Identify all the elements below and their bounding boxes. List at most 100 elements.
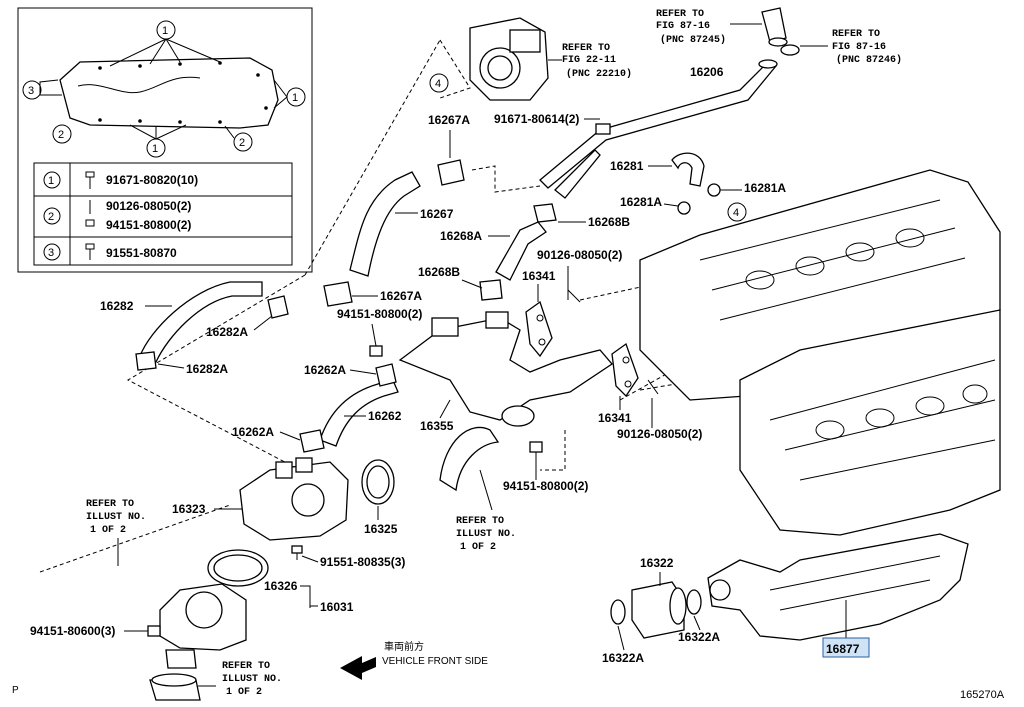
svg-text:1: 1 [152, 143, 158, 155]
clamp-icon [299, 429, 325, 453]
label-16281: 16281 [610, 159, 644, 173]
callout-3-inset [22, 80, 42, 100]
stud-icon [647, 379, 659, 395]
gasket-16341-top [525, 300, 553, 358]
svg-text:ILLUST NO.: ILLUST NO. [86, 512, 146, 523]
svg-text:1 OF 2: 1 OF 2 [460, 542, 496, 553]
direction-label-jp: 車両前方 [384, 640, 424, 653]
intake-plate-drawing [59, 57, 279, 129]
label-16268B-top: 16268B [588, 215, 630, 229]
callout-4-right [727, 202, 747, 222]
label-16267: 16267 [420, 207, 454, 221]
label-16206: 16206 [690, 65, 724, 79]
svg-text:ILLUST NO.: ILLUST NO. [222, 674, 282, 685]
label-16268B: 16268B [418, 265, 460, 279]
bolt-icon [85, 171, 95, 189]
nut-icon [85, 219, 95, 227]
label-16325: 16325 [364, 522, 398, 536]
svg-text:REFER TO: REFER TO [656, 9, 704, 20]
svg-text:2: 2 [239, 137, 245, 149]
callout-2-inset-right [233, 132, 253, 152]
label-16267A: 16267A [380, 289, 422, 303]
engine-block-drawing [639, 169, 1001, 536]
svg-text:4: 4 [733, 207, 739, 219]
hose-16268A [495, 221, 547, 281]
label-16341-bottom: 16341 [598, 411, 632, 425]
legend-part-1: 91671-80820(10) [106, 173, 198, 187]
inset-panel: 3 1 1 2 1 2 1 2 3 [17, 7, 313, 273]
label-16262A-top: 16262A [304, 363, 346, 377]
ref-illust-bottom: REFER TO ILLUST NO. 1 OF 2 [222, 661, 282, 698]
svg-text:2: 2 [48, 211, 54, 223]
label-16281A-right: 16281A [744, 181, 786, 195]
pipe-to-illust [149, 673, 201, 701]
svg-text:3: 3 [28, 85, 34, 97]
oring-16322A-left [610, 599, 626, 625]
vehicle-front-arrow [340, 656, 376, 680]
bolt-legend-table: 1 2 3 91671-80820(10) 90126-08050(2) 941… [33, 162, 293, 266]
label-91671-80614: 91671-80614(2) [494, 112, 579, 126]
legend-part-2b: 94151-80800(2) [106, 218, 191, 232]
gasket-16341-bottom [611, 342, 639, 398]
ref-illust-left: REFER TO ILLUST NO. 1 OF 2 [86, 499, 146, 536]
nut-icon [369, 345, 383, 357]
direction-label-en: VEHICLE FRONT SIDE [382, 656, 488, 667]
svg-text:1: 1 [162, 25, 168, 37]
bolt-icon [291, 545, 303, 560]
svg-text:2: 2 [58, 129, 64, 141]
callout-4-top [429, 73, 449, 93]
bolt-icon [85, 243, 95, 260]
svg-text:REFER TO: REFER TO [222, 661, 270, 672]
clamp-icon [677, 201, 691, 215]
svg-text:1 OF 2: 1 OF 2 [90, 525, 126, 536]
svg-text:3: 3 [48, 247, 54, 259]
ref-fig87-16-a: REFER TO FIG 87-16 (PNC 87245) [656, 9, 726, 46]
label-94151-mid: 94151-80800(2) [503, 479, 588, 493]
svg-text:REFER TO: REFER TO [562, 43, 610, 54]
svg-text:(PNC 87245): (PNC 87245) [660, 34, 726, 46]
svg-text:FIG 87-16: FIG 87-16 [656, 21, 710, 32]
label-16268A: 16268A [440, 229, 482, 243]
clamp-icon [479, 279, 503, 301]
stud-icon [567, 289, 581, 303]
label-16341-top: 16341 [522, 269, 556, 283]
label-16322: 16322 [640, 556, 674, 570]
label-16322A-right: 16322A [678, 630, 720, 644]
ref-fig22-11: REFER TO FIG 22-11 (PNC 22210) [562, 43, 632, 80]
label-16267A-top: 16267A [428, 113, 470, 127]
label-16323: 16323 [172, 502, 206, 516]
svg-text:1 OF 2: 1 OF 2 [226, 687, 262, 698]
gasket-16325 [361, 459, 395, 505]
svg-text:(PNC 87246): (PNC 87246) [836, 54, 902, 66]
clamp-icon [375, 363, 397, 387]
label-16281A-left: 16281A [620, 195, 662, 209]
clamp-icon [267, 295, 289, 319]
label-90126-bottom: 90126-08050(2) [617, 427, 702, 441]
nut-icon [529, 441, 543, 453]
label-16262A-bottom: 16262A [232, 425, 274, 439]
label-16355: 16355 [420, 419, 454, 433]
legend-part-2a: 90126-08050(2) [106, 199, 191, 213]
throttle-body-drawing [469, 17, 562, 101]
svg-text:1: 1 [292, 92, 298, 104]
svg-text:(PNC 22210): (PNC 22210) [566, 68, 632, 80]
diagram-id: 165270A [960, 689, 1005, 701]
legend-part-3: 91551-80870 [106, 246, 177, 260]
label-16877: 16877 [826, 642, 860, 656]
clamp-icon [437, 159, 465, 186]
hose-16262 [319, 377, 399, 447]
label-16322A-left: 16322A [602, 651, 644, 665]
clamp-icon [707, 183, 721, 197]
hose-16281 [671, 152, 705, 187]
clamp-icon [323, 281, 353, 307]
label-16282A-top: 16282A [206, 325, 248, 339]
callout-2-inset-left [52, 124, 72, 144]
oring-16322A-right [686, 589, 702, 615]
label-90126-top: 90126-08050(2) [537, 248, 622, 262]
svg-text:REFER TO: REFER TO [832, 29, 880, 40]
label-16031: 16031 [320, 600, 354, 614]
svg-text:4: 4 [435, 78, 441, 90]
label-16282A-bottom: 16282A [186, 362, 228, 376]
label-16262: 16262 [368, 409, 402, 423]
